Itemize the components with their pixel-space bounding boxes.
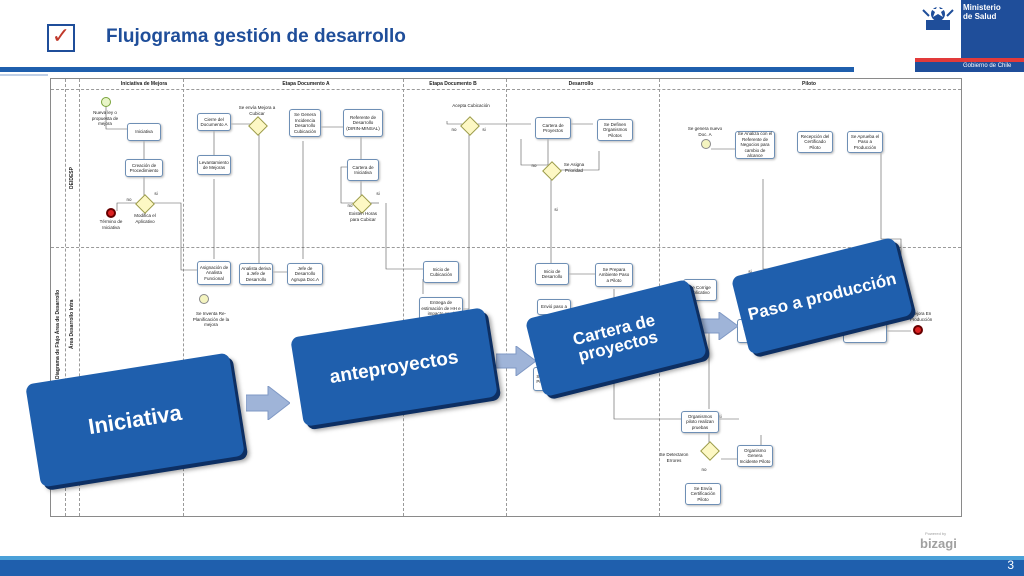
task-analista: Analista deriva a Jefe de Desarrollo xyxy=(239,263,273,285)
task-cartera-proyectos: Cartera de Proyectos xyxy=(535,117,571,139)
end-event-icon xyxy=(106,208,116,218)
powered-by: Powered by xyxy=(925,531,947,536)
start-event-icon xyxy=(101,97,111,107)
task-iniciativa: Iniciativa xyxy=(127,123,161,141)
label-inventa: Se Inventa Re-Planificación de la mejora xyxy=(192,311,230,327)
end-event-produccion-icon xyxy=(913,325,923,335)
task-org-piloto: Organismos piloto realizan pruebas xyxy=(681,411,719,433)
page-title: Flujograma gestión de desarrollo xyxy=(106,26,406,47)
task-jefe: Jefe de Desarrollo Agrupa Doc.A xyxy=(287,263,323,285)
task-analiza: Se Analiza con el Referente de Negocios … xyxy=(735,131,775,159)
bizagi-logo: bizagi xyxy=(920,536,957,551)
label-acepta: Acepta Cubicación xyxy=(452,103,490,108)
lane-header-desarrollo: Desarrollo xyxy=(568,81,594,87)
task-inicio-cubicacion: Inicio de Cubicación xyxy=(423,261,459,283)
task-referente: Referente de Desarrollo (DIRIN-MINSAL) xyxy=(343,109,383,137)
label-prioridad: Se Asigna Prioridad xyxy=(563,162,585,173)
task-cierre: Cierre del Documento A xyxy=(197,113,231,131)
checkbox-icon: ✓ xyxy=(47,24,75,52)
logo-gov-text: Gobierno de Chile xyxy=(963,63,1012,69)
lane-header-doc-b: Etapa Documento B xyxy=(429,81,477,87)
header-rule xyxy=(0,67,854,72)
arrow-3-icon xyxy=(700,312,738,340)
ministry-logo: Ministerio de Salud Gobierno de Chile xyxy=(915,0,1024,72)
arrow-2-icon xyxy=(496,346,536,376)
label-envia-mejora: Se envía Mejora a Cubicar xyxy=(238,105,276,116)
footer-bar xyxy=(0,560,1024,576)
label-genera-doc: Se genera nuevo Doc. A xyxy=(687,126,723,137)
intermediate-event-icon xyxy=(701,139,711,149)
coat-of-arms-icon xyxy=(915,0,961,58)
lane-header-piloto: Piloto xyxy=(802,81,816,87)
task-recepcion: Recepción del Certificado Piloto xyxy=(797,131,833,153)
task-levantamiento: Levantamiento de Mejoras xyxy=(197,155,231,175)
label-termino: Término de Iniciativa xyxy=(99,219,123,230)
label-detectaron: Se Detectaron Errores xyxy=(659,452,689,463)
task-asignacion: Asignación de Analista Funcional xyxy=(197,261,231,285)
label-modifica: Modifica el Aplicativo xyxy=(134,213,156,224)
lane-header-iniciativa: Iniciativa de Mejora xyxy=(120,81,168,87)
logo-stripe xyxy=(915,58,1024,62)
label-nueva-ley: Nueva ley o propuesta de mejora xyxy=(91,110,119,126)
task-genera-incidencia: Se Genera Incidencia Desarrollo Cubicaci… xyxy=(289,109,321,137)
task-cartera-iniciativa: Cartera de Iniciativa xyxy=(347,159,379,181)
header-rule-accent xyxy=(0,74,48,76)
footer-accent xyxy=(0,556,1024,560)
task-envia-cert: Se Envía Certificación Piloto xyxy=(685,483,721,505)
page-number: 3 xyxy=(1007,558,1014,572)
task-org-genera: Organismo Genera Incidente Piloto xyxy=(737,445,773,467)
label-existen-horas: Existen Horas para Cubicar xyxy=(348,211,377,222)
task-creacion: Creación de Procedimiento xyxy=(125,159,163,177)
lane-header-doc-a: Etapa Documento A xyxy=(282,81,330,87)
label-mejora-produccion: Mejora En Producción xyxy=(909,311,933,322)
task-inicio-desarrollo: Inicio de Desarrollo xyxy=(535,263,569,285)
intermediate-event-2-icon xyxy=(199,294,209,304)
arrow-1-icon xyxy=(246,386,290,420)
task-aprueba: Se Aprueba el Paso a Producción xyxy=(847,131,883,153)
task-definen: Se Definen Organismos Pilotos xyxy=(597,119,633,141)
task-prepara: Se Prepara Ambiente Paso a Piloto xyxy=(595,263,633,287)
logo-text: Ministerio de Salud xyxy=(963,3,1001,21)
